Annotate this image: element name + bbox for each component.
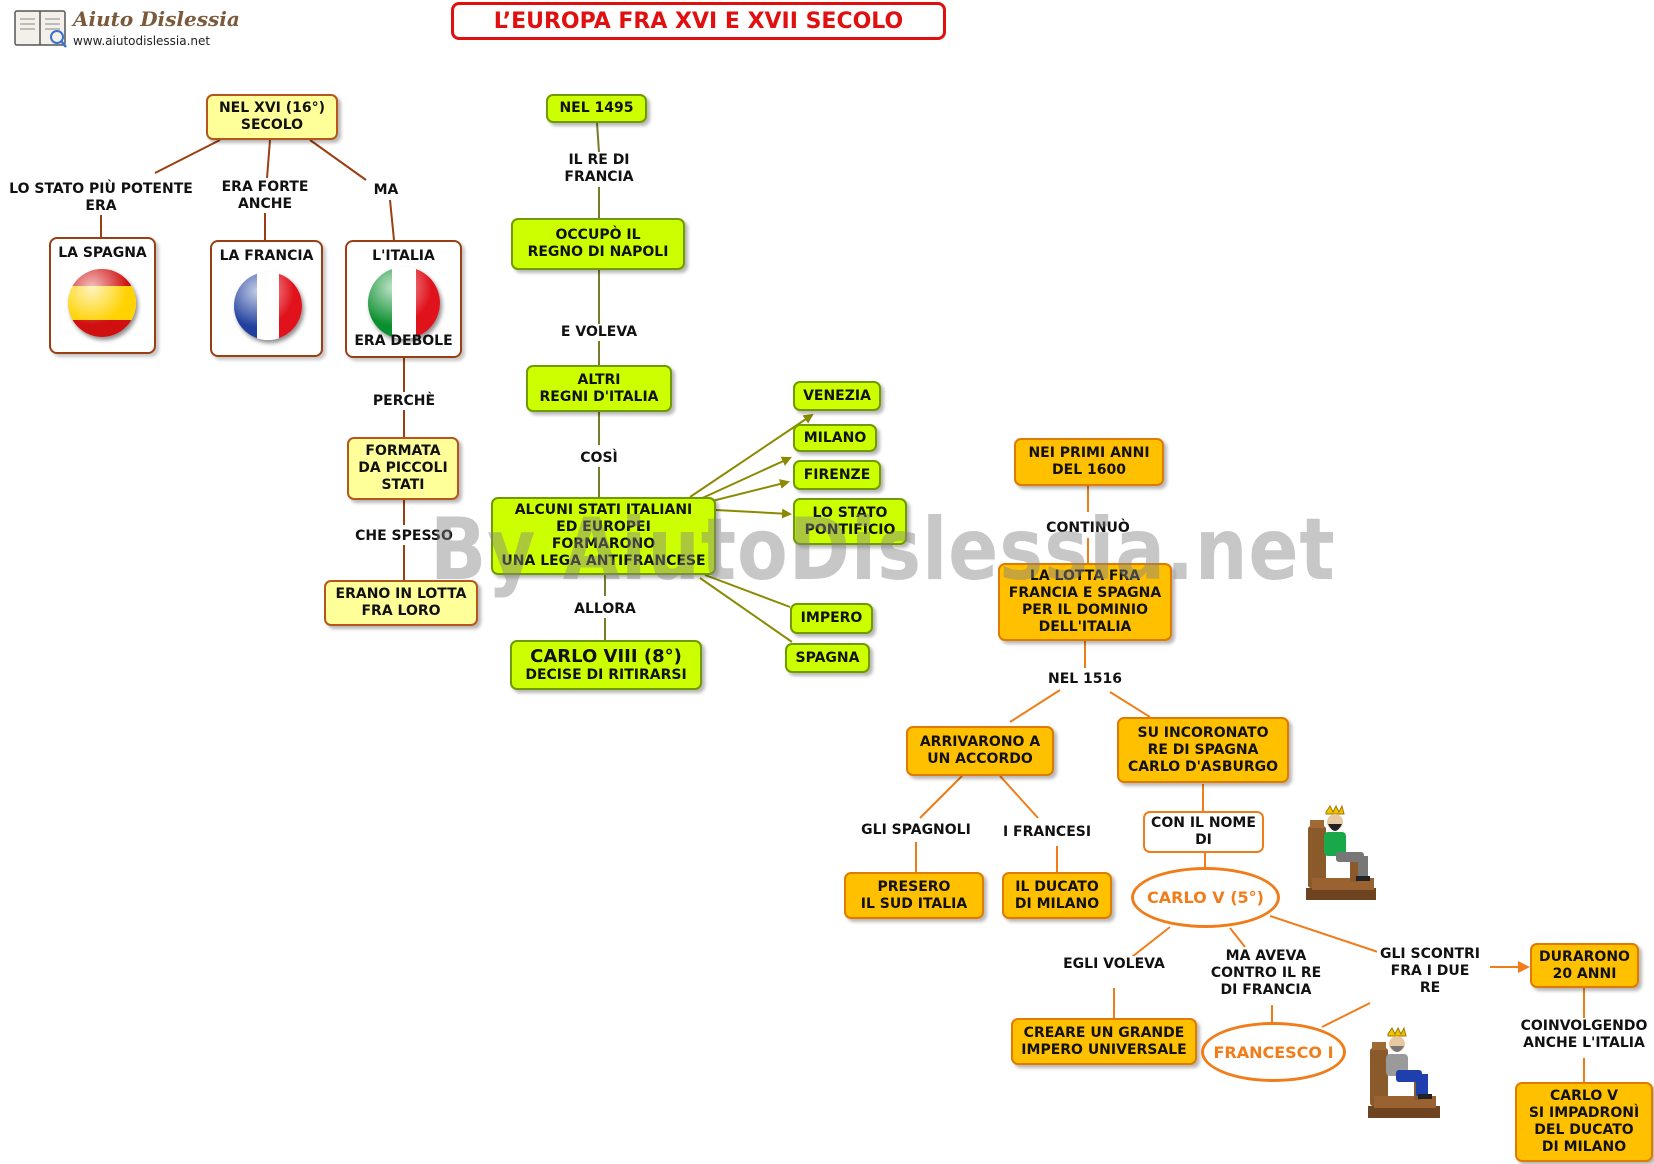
node-nei-primi-anni-1600[interactable]: NEI PRIMI ANNI DEL 1600 [1014,438,1164,486]
node-lotta-francia-spagna[interactable]: LA LOTTA FRA FRANCIA E SPAGNA PER IL DOM… [998,563,1172,641]
node-impero-universale[interactable]: CREARE UN GRANDE IMPERO UNIVERSALE [1011,1018,1197,1065]
france-flag-icon [234,272,302,340]
logo-url: www.aiutodislessia.net [73,34,211,48]
node-l-italia[interactable]: L'ITALIA ERA DEBOLE [345,240,462,358]
page-title: L’EUROPA FRA XVI E XVII SECOLO [451,2,946,40]
node-carlo-v[interactable]: CARLO V (5°) [1131,867,1280,928]
label-che-spesso: CHE SPESSO [352,528,456,545]
king-francesco-on-throne-icon [1368,1026,1440,1118]
node-stato-pontificio[interactable]: LO STATO PONTIFICIO [793,498,907,545]
node-la-spagna-title: LA SPAGNA [58,245,147,261]
label-stato-piu-potente: LO STATO PIÙ POTENTE ERA [6,181,196,215]
node-la-francia-title: LA FRANCIA [219,248,314,264]
spain-flag-icon [68,269,136,337]
node-nel-xvi-secolo[interactable]: NEL XVI (16°) SECOLO [206,94,338,140]
node-incoronato-carlo[interactable]: SU INCORONATO RE DI SPAGNA CARLO D'ASBUR… [1117,717,1289,783]
node-carlo-viii[interactable]: CARLO VIII (8°) DECISE DI RITIRARSI [510,640,702,690]
open-book-icon [14,10,67,48]
node-con-il-nome-di[interactable]: CON IL NOME DI [1143,811,1264,853]
watermark: By AiutoDislessia.net [430,500,1336,600]
label-nel-1516: NEL 1516 [1044,671,1126,688]
node-ducato-milano[interactable]: IL DUCATO DI MILANO [1002,872,1112,919]
node-spagna[interactable]: SPAGNA [785,643,870,673]
label-coinvolgendo: COINVOLGENDO ANCHE L'ITALIA [1517,1018,1651,1052]
label-perche: PERCHÈ [369,393,439,410]
node-la-francia[interactable]: LA FRANCIA [210,240,323,357]
node-altri-regni[interactable]: ALTRI REGNI D'ITALIA [526,365,672,412]
node-erano-in-lotta[interactable]: ERANO IN LOTTA FRA LORO [324,580,478,626]
label-il-re-di-francia: IL RE DI FRANCIA [561,152,637,186]
node-l-italia-title: L'ITALIA [372,248,435,264]
label-ma-aveva-contro: MA AVEVA CONTRO IL RE DI FRANCIA [1207,948,1325,999]
node-venezia[interactable]: VENEZIA [793,381,881,411]
king-on-throne-icon [1306,804,1376,900]
italy-flag-icon [368,267,440,339]
node-l-italia-subtitle: ERA DEBOLE [354,333,453,349]
node-arrivarono-accordo[interactable]: ARRIVARONO A UN ACCORDO [906,726,1054,776]
label-continuo: CONTINUÒ [1043,520,1133,537]
node-lega-antifrancese[interactable]: ALCUNI STATI ITALIANI ED EUROPEI FORMARO… [491,497,716,575]
label-cosi: COSÌ [577,450,621,467]
carlo-viii-title: CARLO VIII (8°) [530,646,682,667]
node-presero-sud-italia[interactable]: PRESERO IL SUD ITALIA [844,872,984,919]
label-era-forte-anche: ERA FORTE ANCHE [218,179,312,213]
node-la-spagna[interactable]: LA SPAGNA [49,237,156,354]
aiuto-dislessia-logo[interactable]: Aiuto Dislessia www.aiutodislessia.net [13,3,243,53]
node-formata-da-piccoli-stati[interactable]: FORMATA DA PICCOLI STATI [347,437,459,500]
logo-name: Aiuto Dislessia [73,7,240,31]
label-gli-spagnoli: GLI SPAGNOLI [858,822,974,839]
node-occupo-napoli[interactable]: OCCUPÒ IL REGNO DI NAPOLI [511,218,685,270]
label-egli-voleva: EGLI VOLEVA [1060,956,1168,973]
label-e-voleva: E VOLEVA [557,324,641,341]
label-gli-scontri: GLI SCONTRI FRA I DUE RE [1376,946,1484,997]
node-durarono-20-anni[interactable]: DURARONO 20 ANNI [1530,943,1639,988]
carlo-viii-subtitle: DECISE DI RITIRARSI [525,667,687,683]
node-impero[interactable]: IMPERO [790,603,873,634]
node-firenze[interactable]: FIRENZE [793,460,881,490]
node-nel-1495[interactable]: NEL 1495 [546,94,647,123]
node-francesco-i[interactable]: FRANCESCO I [1201,1022,1346,1082]
label-allora: ALLORA [571,601,639,618]
label-ma: MA [370,182,402,199]
node-milano[interactable]: MILANO [793,424,877,452]
label-i-francesi: I FRANCESI [999,824,1095,841]
node-carlo-v-milano[interactable]: CARLO V SI IMPADRONÌ DEL DUCATO DI MILAN… [1515,1082,1653,1162]
